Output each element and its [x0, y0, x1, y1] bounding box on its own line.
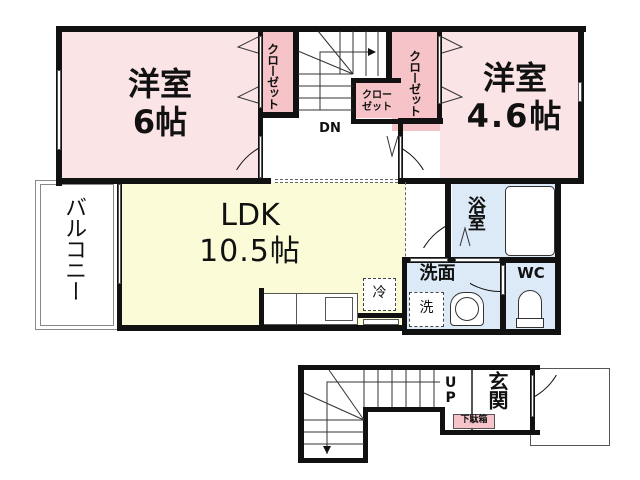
room-right-name: 洋室 — [482, 59, 547, 97]
balcony — [35, 180, 118, 330]
fridge-label: 冷 — [372, 285, 387, 301]
shoe-box — [453, 414, 495, 429]
ldk-size: 10.5帖 — [199, 234, 301, 269]
western-room-4-6jo — [440, 31, 580, 181]
shoe-box-label: 下駄箱 — [460, 415, 488, 425]
closet-left-label: クローゼット — [265, 43, 280, 109]
stairs-up — [303, 369, 440, 454]
lower-floor-plan: UP 玄関 下駄箱 — [0, 345, 640, 480]
kitchen-sink — [325, 297, 353, 321]
window — [118, 184, 121, 284]
closet-left — [262, 31, 294, 116]
ldk-name: LDK — [220, 198, 280, 233]
balcony-label: バルコニー — [61, 196, 87, 301]
bathroom-label: 浴室 — [464, 196, 486, 230]
entrance-label: 玄関 — [485, 371, 509, 409]
upper-floor-plan: 洋室 6帖 洋室 4.6帖 クローゼット クローゼット クロー ゼット DN L… — [35, 26, 586, 335]
wall — [56, 26, 586, 32]
bathroom — [452, 182, 502, 260]
closet-center-label-2: ゼット — [362, 102, 392, 113]
fridge-space — [363, 278, 396, 311]
stairs-up-label: UP — [442, 375, 459, 405]
western-room-6jo — [60, 30, 260, 180]
closet-center-label-1: クロー — [362, 90, 392, 101]
window — [578, 82, 582, 102]
washer-space — [409, 292, 444, 327]
window — [57, 70, 61, 150]
washer-label: 洗 — [419, 300, 434, 316]
toilet-label: WC — [517, 264, 545, 282]
washroom-label: 洗面 — [419, 263, 456, 284]
stairs-dn-label: DN — [319, 121, 341, 136]
closet-right-label: クローゼット — [407, 50, 422, 116]
closet-door-marks — [236, 36, 471, 247]
stairs-down — [297, 30, 379, 111]
closet-center — [356, 82, 398, 118]
room-left-size: 6帖 — [132, 103, 188, 141]
room-left-name: 洋室 — [127, 65, 192, 103]
room-right-size: 4.6帖 — [466, 97, 564, 135]
